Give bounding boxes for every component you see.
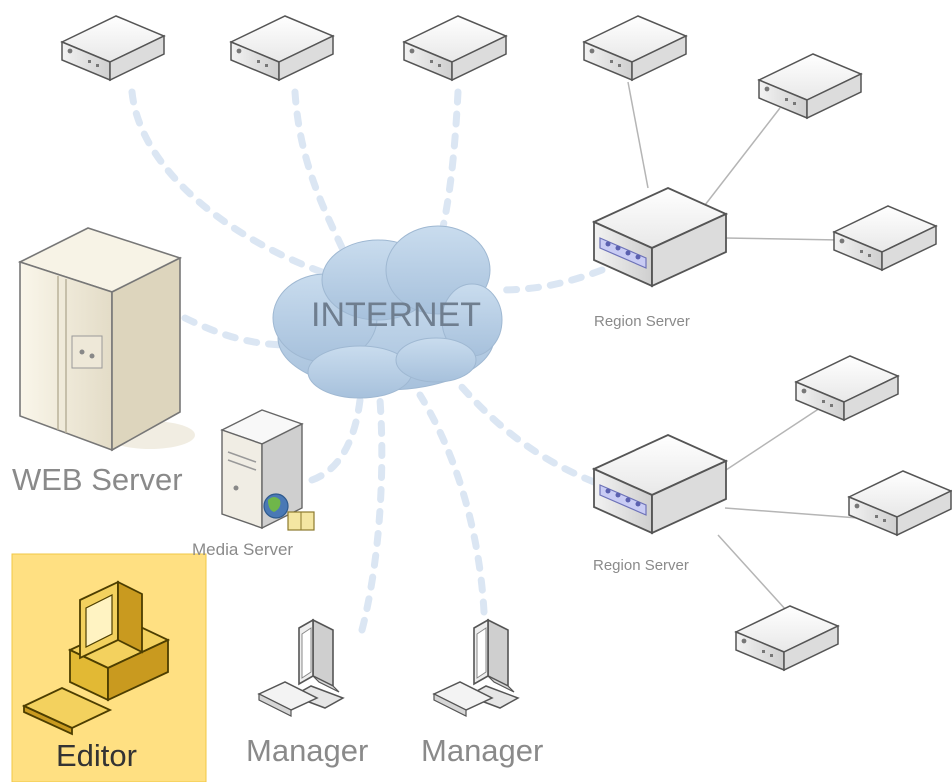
manager-1-icon [258,619,344,717]
editor-pc-icon [21,580,171,736]
client-box-5 [758,53,862,119]
client-box-3 [403,15,507,81]
web-server-label: WEB Server [12,462,183,497]
web-server-icon [17,227,195,452]
manager-2-label: Manager [421,733,544,768]
region-server-2-icon [593,434,727,534]
client-box-9 [735,605,839,671]
client-box-7 [795,355,899,421]
client-box-4 [583,15,687,81]
manager-2-icon [433,619,519,717]
region-server-2-label: Region Server [593,557,689,574]
media-server-icon [220,409,315,531]
client-box-8 [848,470,952,536]
media-server-label: Media Server [192,540,294,559]
client-box-1 [61,15,165,81]
internet-cloud [272,225,503,399]
internet-label: INTERNET [311,296,481,334]
editor-label: Editor [56,738,137,773]
manager-1-label: Manager [246,733,369,768]
solid-links [627,81,859,611]
region-server-1-label: Region Server [594,313,690,330]
client-box-2 [230,15,334,81]
client-box-6 [833,205,937,271]
